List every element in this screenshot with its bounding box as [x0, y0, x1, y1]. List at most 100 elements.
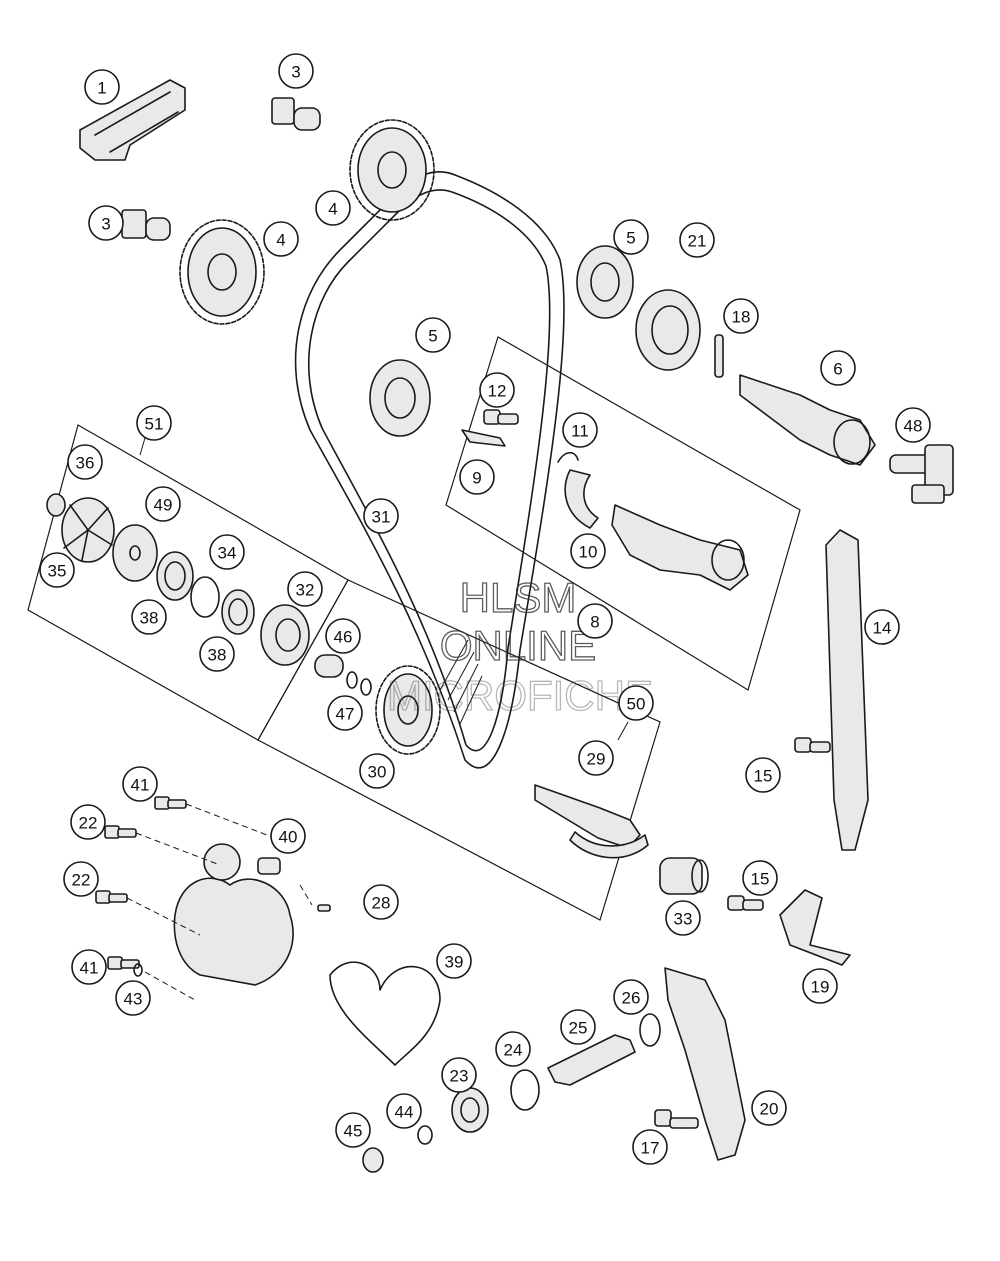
- callout-circle: [386, 1093, 422, 1129]
- callout-circle: [70, 804, 106, 840]
- part-24-seal: [510, 1069, 540, 1111]
- callout-label: 5: [626, 229, 635, 248]
- callout-circle: [88, 205, 124, 241]
- callout-label: 4: [276, 231, 285, 250]
- callout-45: 45: [335, 1112, 371, 1148]
- callout-33: 33: [665, 900, 701, 936]
- callout-circle: [632, 1129, 668, 1165]
- part-17-bolt: [654, 1109, 699, 1129]
- callout-circle: [122, 766, 158, 802]
- part-20-tensioner-rail: [664, 967, 746, 1161]
- part-28-pin: [317, 904, 331, 912]
- part-25-piston: [547, 1034, 636, 1086]
- callout-circle: [436, 943, 472, 979]
- callout-circle: [618, 685, 654, 721]
- callout-10: 10: [570, 533, 606, 569]
- callout-circle: [287, 571, 323, 607]
- callout-circle: [679, 222, 715, 258]
- callout-label: 47: [336, 705, 355, 724]
- callout-label: 17: [641, 1139, 660, 1158]
- callout-circle: [613, 219, 649, 255]
- callout-15: 15: [742, 860, 778, 896]
- callout-24: 24: [495, 1031, 531, 1067]
- callout-label: 31: [372, 508, 391, 527]
- callout-circle: [359, 753, 395, 789]
- part-3-bolt-top: [271, 97, 321, 131]
- callout-circle: [895, 407, 931, 443]
- callout-circle: [802, 968, 838, 1004]
- callout-label: 32: [296, 581, 315, 600]
- callout-circle: [363, 884, 399, 920]
- callout-label: 3: [101, 215, 110, 234]
- callout-label: 3: [291, 63, 300, 82]
- callout-circle: [742, 860, 778, 896]
- callout-circle: [325, 618, 361, 654]
- part-30-gear: [375, 665, 441, 755]
- callout-label: 22: [79, 814, 98, 833]
- callout-circle: [199, 636, 235, 672]
- callout-circle: [84, 69, 120, 105]
- callout-26: 26: [613, 979, 649, 1015]
- callout-25: 25: [560, 1009, 596, 1045]
- part-11-spring: [557, 451, 579, 463]
- part-36-nut: [46, 493, 66, 517]
- callout-29: 29: [578, 740, 614, 776]
- part-21-decompressor: [635, 289, 701, 371]
- callout-label: 41: [80, 959, 99, 978]
- callout-circle: [131, 599, 167, 635]
- part-9-clip: [461, 429, 506, 447]
- callout-circle: [562, 412, 598, 448]
- callout-49: 49: [145, 486, 181, 522]
- callout-circle: [145, 486, 181, 522]
- callout-circle: [613, 979, 649, 1015]
- callout-circle: [723, 298, 759, 334]
- callout-22: 22: [63, 861, 99, 897]
- part-34-circlip: [190, 576, 220, 618]
- callout-41: 41: [122, 766, 158, 802]
- part-40-pump-cover: [173, 843, 294, 986]
- callout-label: 39: [445, 953, 464, 972]
- callout-23: 23: [441, 1057, 477, 1093]
- callout-label: 23: [450, 1067, 469, 1086]
- part-12-bolt: [483, 409, 519, 425]
- callout-label: 44: [395, 1103, 414, 1122]
- callout-51: 51: [136, 405, 172, 441]
- callout-circle: [39, 552, 75, 588]
- callout-22: 22: [70, 804, 106, 840]
- group-outline-50: [257, 579, 661, 921]
- part-4-gear-top: [349, 119, 435, 221]
- callout-4: 4: [263, 221, 299, 257]
- callout-label: 8: [590, 613, 599, 632]
- callout-15: 15: [745, 757, 781, 793]
- callout-label: 20: [760, 1100, 779, 1119]
- callout-label: 9: [472, 469, 481, 488]
- part-3-bolt-left: [121, 209, 171, 241]
- callout-5: 5: [613, 219, 649, 255]
- callout-circle: [335, 1112, 371, 1148]
- callout-32: 32: [287, 571, 323, 607]
- part-15-bolt-lower: [727, 895, 764, 911]
- callout-circle: [578, 740, 614, 776]
- callout-label: 10: [579, 543, 598, 562]
- timing-chain: [294, 171, 565, 769]
- callout-label: 34: [218, 544, 237, 563]
- callout-circle: [864, 609, 900, 645]
- part-48-sensor: [889, 444, 954, 504]
- callout-label: 45: [344, 1122, 363, 1141]
- callout-3: 3: [88, 205, 124, 241]
- callout-46: 46: [325, 618, 361, 654]
- callout-43: 43: [115, 980, 151, 1016]
- callout-label: 48: [904, 417, 923, 436]
- callout-28: 28: [363, 884, 399, 920]
- callout-circle: [441, 1057, 477, 1093]
- part-32-bearing: [260, 604, 310, 666]
- callout-label: 21: [688, 232, 707, 251]
- callout-label: 5: [428, 327, 437, 346]
- callout-circle: [278, 53, 314, 89]
- callout-circle: [209, 534, 245, 570]
- callout-1: 1: [84, 69, 120, 105]
- part-4-gear-left: [179, 219, 265, 325]
- callout-label: 15: [751, 870, 770, 889]
- part-35-impeller: [61, 497, 115, 563]
